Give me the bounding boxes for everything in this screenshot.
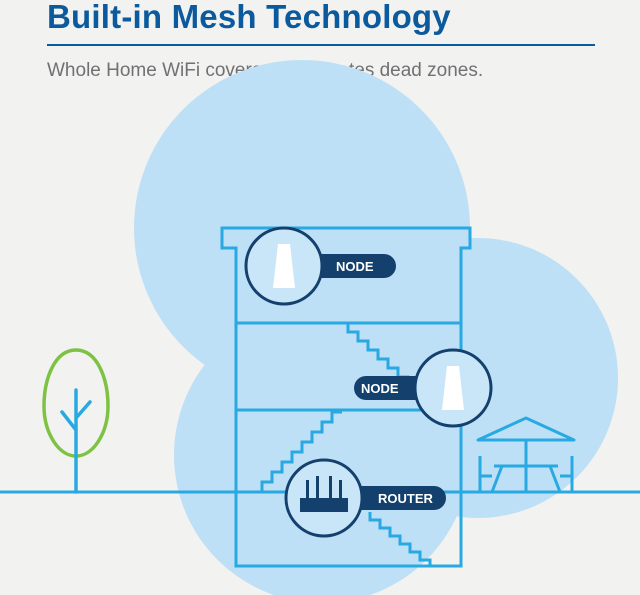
tree-icon xyxy=(42,348,110,494)
label-pill-router xyxy=(360,486,446,510)
router-icon xyxy=(300,476,348,512)
wifi-coverage-area xyxy=(134,60,618,595)
label-pill-node-top xyxy=(318,254,396,278)
picnic-table-icon xyxy=(476,416,576,493)
node-icon xyxy=(442,366,464,410)
device-label-node-middle: NODE xyxy=(361,381,399,396)
device-label-router: ROUTER xyxy=(378,491,434,506)
device-label-node-top: NODE xyxy=(336,259,374,274)
node-top: NODE xyxy=(244,226,396,306)
page-title: Built-in Mesh Technology xyxy=(47,0,451,35)
node-middle: NODE xyxy=(354,348,493,428)
router-main: ROUTER xyxy=(284,458,446,538)
node-icon xyxy=(273,244,295,288)
title-divider xyxy=(47,44,595,46)
